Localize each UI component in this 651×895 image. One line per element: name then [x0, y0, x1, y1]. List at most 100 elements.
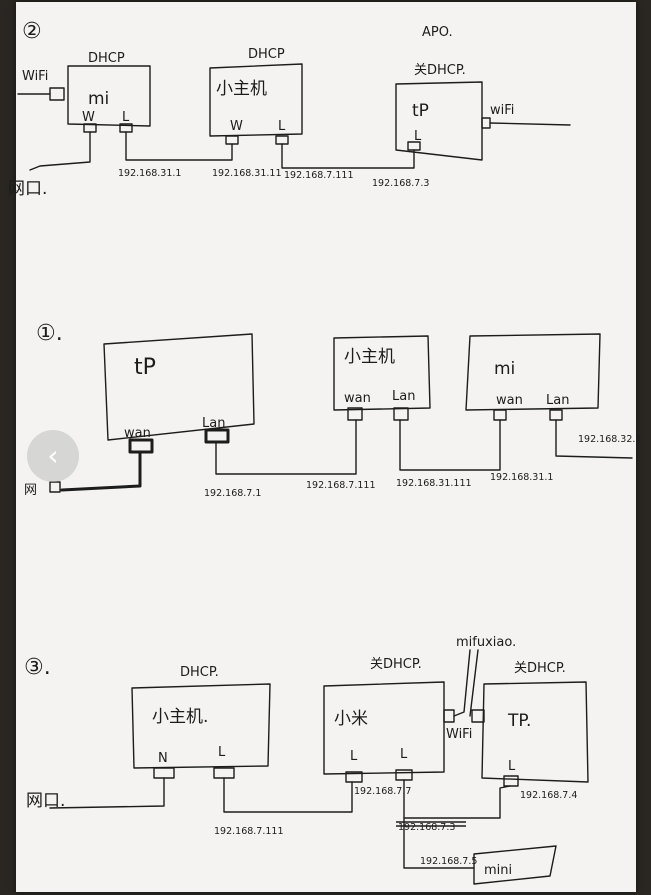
tp-box: [395, 81, 483, 161]
xiaomi-l1-label: L: [350, 749, 358, 764]
mi-lan-port: [549, 409, 563, 421]
mini-label: mini: [484, 863, 512, 878]
ip-label: 192.168.7.3: [372, 178, 429, 189]
host-l-port: [275, 135, 289, 145]
tp-box: [103, 333, 255, 441]
mi-wan-port: [493, 409, 507, 421]
diagram-number: ②: [22, 19, 42, 44]
ip-label: 192.168.7.1: [204, 488, 261, 499]
diagram-number: ①.: [36, 321, 63, 346]
wan-cable: [29, 131, 91, 171]
cable-to-mini: [403, 817, 475, 869]
cable-mi-host: [125, 131, 233, 161]
host-n-label: N: [158, 751, 168, 766]
host-name: 小主机.: [152, 707, 208, 727]
ip-label: 192.168.7.7: [354, 786, 411, 797]
ip-label: 192.168.31.1: [490, 472, 553, 483]
host-lan-label: Lan: [392, 389, 415, 404]
xiaomi-name: 小米: [334, 709, 368, 729]
tp-antenna-port: [481, 117, 491, 129]
tp-wan-label: wan: [124, 426, 151, 441]
host-n-port: [153, 767, 175, 779]
mi-box: [465, 333, 601, 411]
ip-label: 192.168.31.1: [118, 168, 181, 179]
host-w-label: W: [230, 119, 243, 134]
diagram-2: ② DHCP mi W L WiFi 网口. DHCP 小主机 W L 192.…: [8, 19, 571, 199]
xiaomi-box: [323, 681, 445, 775]
ip-label: 192.168.32.1: [578, 434, 641, 445]
cable-host-tp: [281, 143, 415, 169]
xiaomi-wifi-label: WiFi: [446, 727, 472, 742]
wangkou-label: 网口.: [26, 791, 65, 811]
mi-l-label: L: [122, 110, 130, 125]
xiaomi-l2-label: L: [400, 747, 408, 762]
diagram-3: ③. DHCP. 小主机. N L 网口. 关DHCP. 小米 L L WiFi…: [24, 635, 589, 885]
diagram-1: ①. tP wan Lan 网 小主机 wan Lan 192.168.7.1 …: [24, 321, 641, 499]
host-box: [209, 63, 303, 137]
mi-router-name: mi: [88, 89, 109, 109]
wangkou-label: 网口.: [8, 179, 47, 199]
tp-dhcp-label: 关DHCP.: [414, 63, 466, 78]
tp-l-port: [503, 775, 519, 787]
host-l-port: [213, 767, 235, 779]
wifi-label-left: WiFi: [22, 69, 48, 84]
back-button[interactable]: ‹: [27, 430, 79, 482]
mi-antenna-port: [49, 87, 65, 101]
tp-name: tP: [134, 355, 156, 380]
tp-name: TP.: [507, 711, 531, 731]
tp-dhcp-label: 关DHCP.: [514, 661, 566, 676]
ip-label: 192.168.31.11: [212, 168, 282, 179]
paper-sheet: [16, 2, 636, 892]
cable-tp-host: [215, 419, 357, 475]
xiaomi-l2-port: [395, 769, 413, 781]
cable-host-xiaomi: [223, 777, 353, 813]
cable-mi-lan: [555, 419, 633, 459]
xiaomi-l1-port: [345, 771, 363, 783]
ip-label: 192.168.7.111: [214, 826, 284, 837]
wifi-label-right: wiFi: [490, 103, 514, 118]
mini-box: [473, 845, 557, 885]
mi-dhcp-label: DHCP: [88, 51, 125, 66]
wan-cable: [60, 450, 142, 492]
ip-label: 192.168.7.5: [420, 856, 477, 867]
host-wan-port: [347, 407, 363, 421]
mi-lan-label: Lan: [546, 393, 569, 408]
mifuxiao-label: mifuxiao.: [456, 635, 516, 650]
tp-apo-label: APO.: [422, 25, 453, 40]
host-name: 小主机: [216, 79, 267, 99]
host-box: [131, 683, 271, 769]
mi-wan-label: wan: [496, 393, 523, 408]
tp-l-port: [407, 141, 421, 151]
chevron-left-icon: ‹: [47, 439, 59, 472]
host-dhcp-label: DHCP.: [180, 665, 219, 680]
host-box: [333, 335, 431, 411]
host-w-port: [225, 135, 239, 145]
wan-cable: [49, 777, 165, 809]
xiaomi-dhcp-label: 关DHCP.: [370, 657, 422, 672]
ip-label: 192.168.31.111: [396, 478, 472, 489]
tp-wan-port: [128, 438, 154, 454]
host-lan-port: [393, 407, 409, 421]
tp-l-label: L: [508, 759, 516, 774]
tp-wifi-port: [471, 709, 485, 723]
cable-xiaomi-tp: [403, 779, 511, 819]
xiaomi-wifi-port: [443, 709, 455, 723]
host-dhcp-label: DHCP: [248, 47, 285, 62]
tp-lan-port: [204, 428, 230, 444]
host-wan-label: wan: [344, 391, 371, 406]
ip-label: 192.168.7.4: [520, 790, 577, 801]
tp-box: [481, 681, 589, 783]
host-l-label: L: [278, 119, 286, 134]
ip-label: 192.168.7.111: [284, 170, 354, 181]
ip-label-struck: 192.168.7.3: [398, 822, 455, 833]
diagram-number: ③.: [24, 655, 51, 680]
host-l-label: L: [218, 745, 226, 760]
tp-lan-label: Lan: [202, 416, 225, 431]
mi-name: mi: [494, 359, 515, 379]
ip-label: 192.168.7.111: [306, 480, 376, 491]
host-name: 小主机: [344, 347, 395, 367]
cable-host-mi: [399, 419, 501, 471]
tp-l-label: L: [414, 129, 422, 144]
wangkou-label: 网: [24, 483, 37, 498]
